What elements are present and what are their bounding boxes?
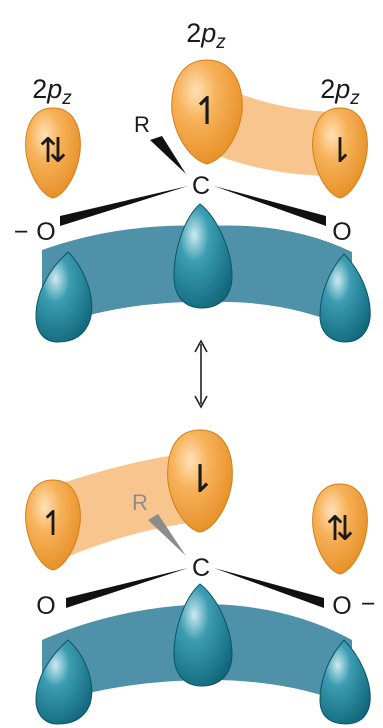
bottom-center-electron: ⇂ bbox=[184, 459, 216, 501]
bottom-r-label: R bbox=[132, 490, 148, 515]
top-center-electron: ↿ bbox=[191, 91, 223, 133]
bottom-left-teal-lobe bbox=[35, 639, 93, 725]
bottom-center-teal-lobe bbox=[173, 583, 233, 687]
bottom-structure: ↿ ⇂ ⇅ C O O − R bbox=[25, 429, 376, 725]
top-left-2pz-lobe bbox=[25, 107, 81, 199]
top-structure: ⇅ ↿ ⇂ C O − O R 2pz 2pz 2pz bbox=[14, 18, 371, 343]
top-right-electron: ⇂ bbox=[326, 132, 355, 170]
bottom-bond-c-r-wedge bbox=[148, 514, 186, 556]
top-right-2pz-lobe bbox=[312, 107, 368, 199]
top-bond-c-left-o bbox=[60, 186, 188, 226]
top-right-orbital-label: 2pz bbox=[320, 74, 360, 109]
bottom-center-2pz-lobe bbox=[167, 429, 233, 533]
top-left-oxygen-charge: − bbox=[14, 218, 29, 246]
bottom-carbon-label: C bbox=[192, 554, 210, 582]
bottom-bond-c-right-o bbox=[214, 568, 324, 608]
top-center-2pz-lobe bbox=[171, 59, 243, 165]
top-right-teal-lobe bbox=[319, 253, 371, 343]
top-r-label: R bbox=[134, 112, 150, 137]
bottom-right-oxygen-label: O bbox=[332, 592, 351, 620]
resonance-arrow bbox=[194, 339, 208, 409]
top-left-oxygen-label: O bbox=[36, 218, 55, 246]
top-center-orbital-label: 2pz bbox=[186, 18, 226, 53]
bottom-right-electron-pair: ⇅ bbox=[326, 510, 355, 548]
bottom-orange-overlap bbox=[60, 452, 196, 560]
top-right-oxygen-label: O bbox=[332, 218, 351, 246]
top-left-orbital-label: 2pz bbox=[32, 74, 72, 109]
top-bond-c-r-wedge bbox=[150, 136, 186, 174]
bottom-bond-c-left-o bbox=[66, 568, 188, 608]
bottom-right-2pz-lobe bbox=[312, 483, 368, 575]
bottom-left-2pz-lobe bbox=[25, 479, 81, 571]
bottom-left-oxygen-label: O bbox=[36, 592, 55, 620]
top-carbon-label: C bbox=[192, 172, 210, 200]
top-left-teal-lobe bbox=[35, 251, 93, 343]
bottom-left-electron: ↿ bbox=[39, 505, 68, 543]
bottom-right-oxygen-charge: − bbox=[361, 590, 376, 618]
top-center-teal-lobe bbox=[173, 203, 233, 309]
bottom-right-teal-lobe bbox=[319, 639, 371, 725]
top-bond-c-right-o bbox=[214, 186, 326, 226]
top-left-electron-pair: ⇅ bbox=[39, 132, 68, 170]
